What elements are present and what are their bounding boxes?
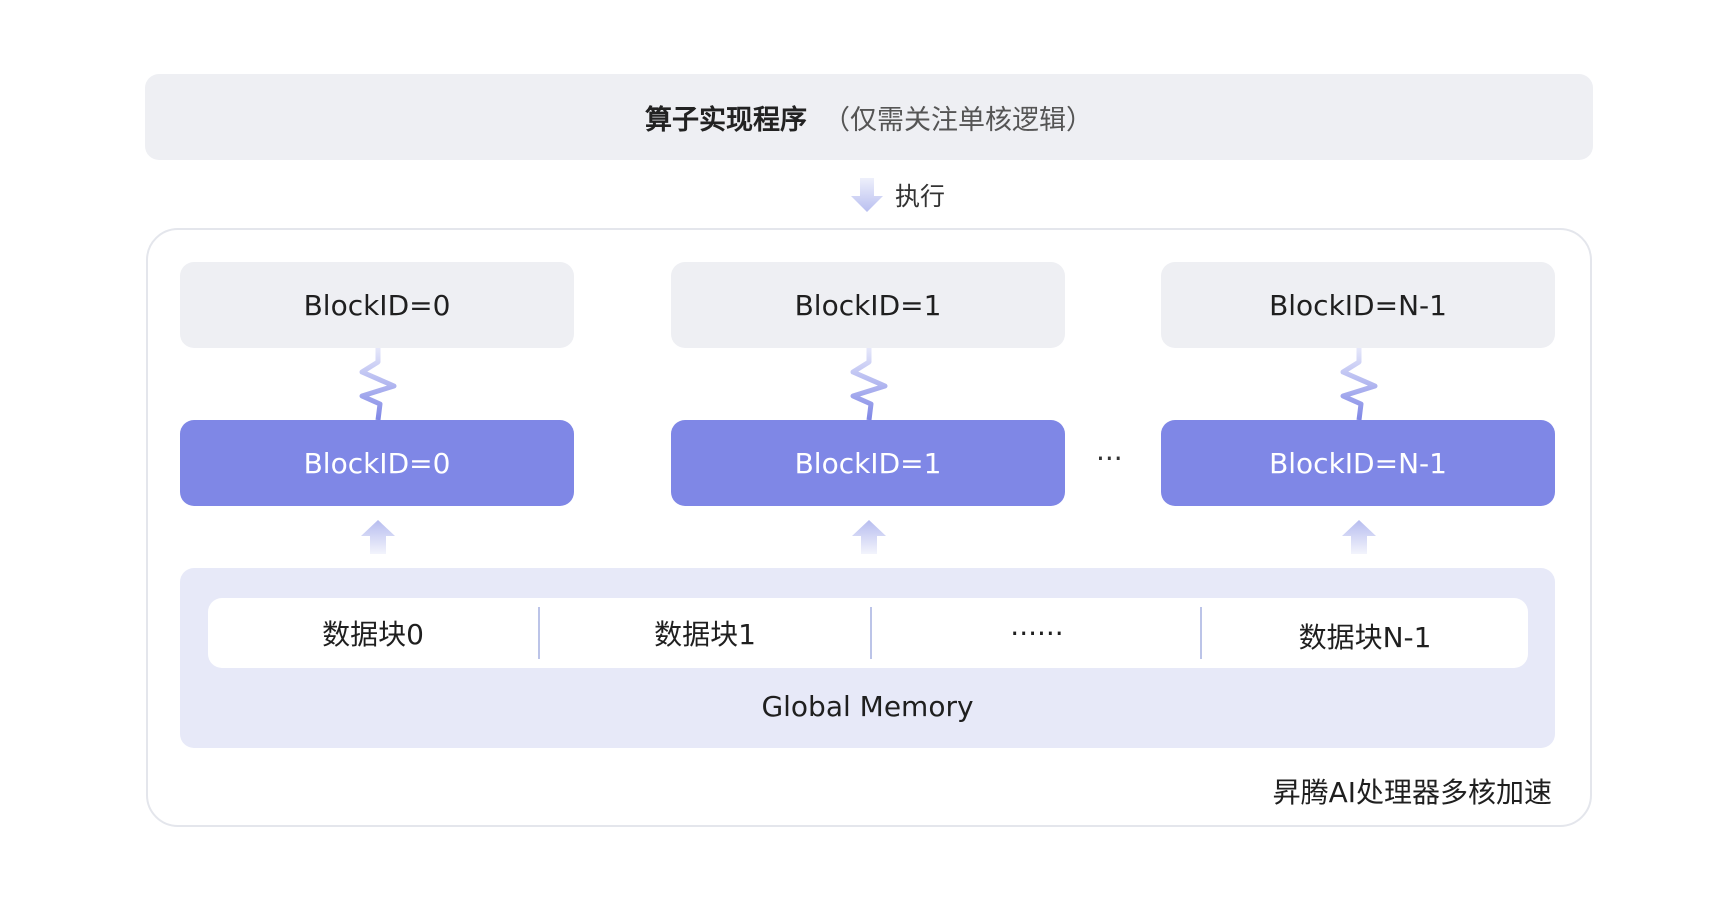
data-chunk-ellipsis: ······ [1010,616,1064,650]
data-chunk-0: 数据块0 [322,618,424,651]
core-block-n-1: BlockID=N-1 [1161,420,1555,506]
task-block-n-1: BlockID=N-1 [1161,262,1555,348]
execute-label: 执行 [895,182,946,211]
execute-arrow-icon [851,178,883,212]
chunk-divider [870,607,872,659]
data-chunk-strip [208,598,1528,668]
global-memory-label: Global Memory [761,690,974,723]
up-arrow-icon [1342,520,1376,554]
core-block-1: BlockID=1 [671,420,1065,506]
task-block-0: BlockID=0 [180,262,574,348]
up-arrow-icon [361,520,395,554]
zigzag-connector-icon [850,348,888,420]
up-arrow-icon [852,520,886,554]
core-ellipsis: ··· [1096,442,1123,475]
task-block-1: BlockID=1 [671,262,1065,348]
zigzag-connector-icon [359,348,397,420]
zigzag-connector-icon [1340,348,1378,420]
program-banner: 算子实现程序 （仅需关注单核逻辑） [145,74,1593,160]
program-note: （仅需关注单核逻辑） [823,104,1093,136]
data-chunk-n-1: 数据块N-1 [1298,621,1432,654]
program-title: 算子实现程序 [645,104,807,136]
chunk-divider [538,607,540,659]
processor-label: 昇腾AI处理器多核加速 [1272,776,1552,809]
core-block-0: BlockID=0 [180,420,574,506]
data-chunk-1: 数据块1 [654,618,756,651]
chunk-divider [1200,607,1202,659]
